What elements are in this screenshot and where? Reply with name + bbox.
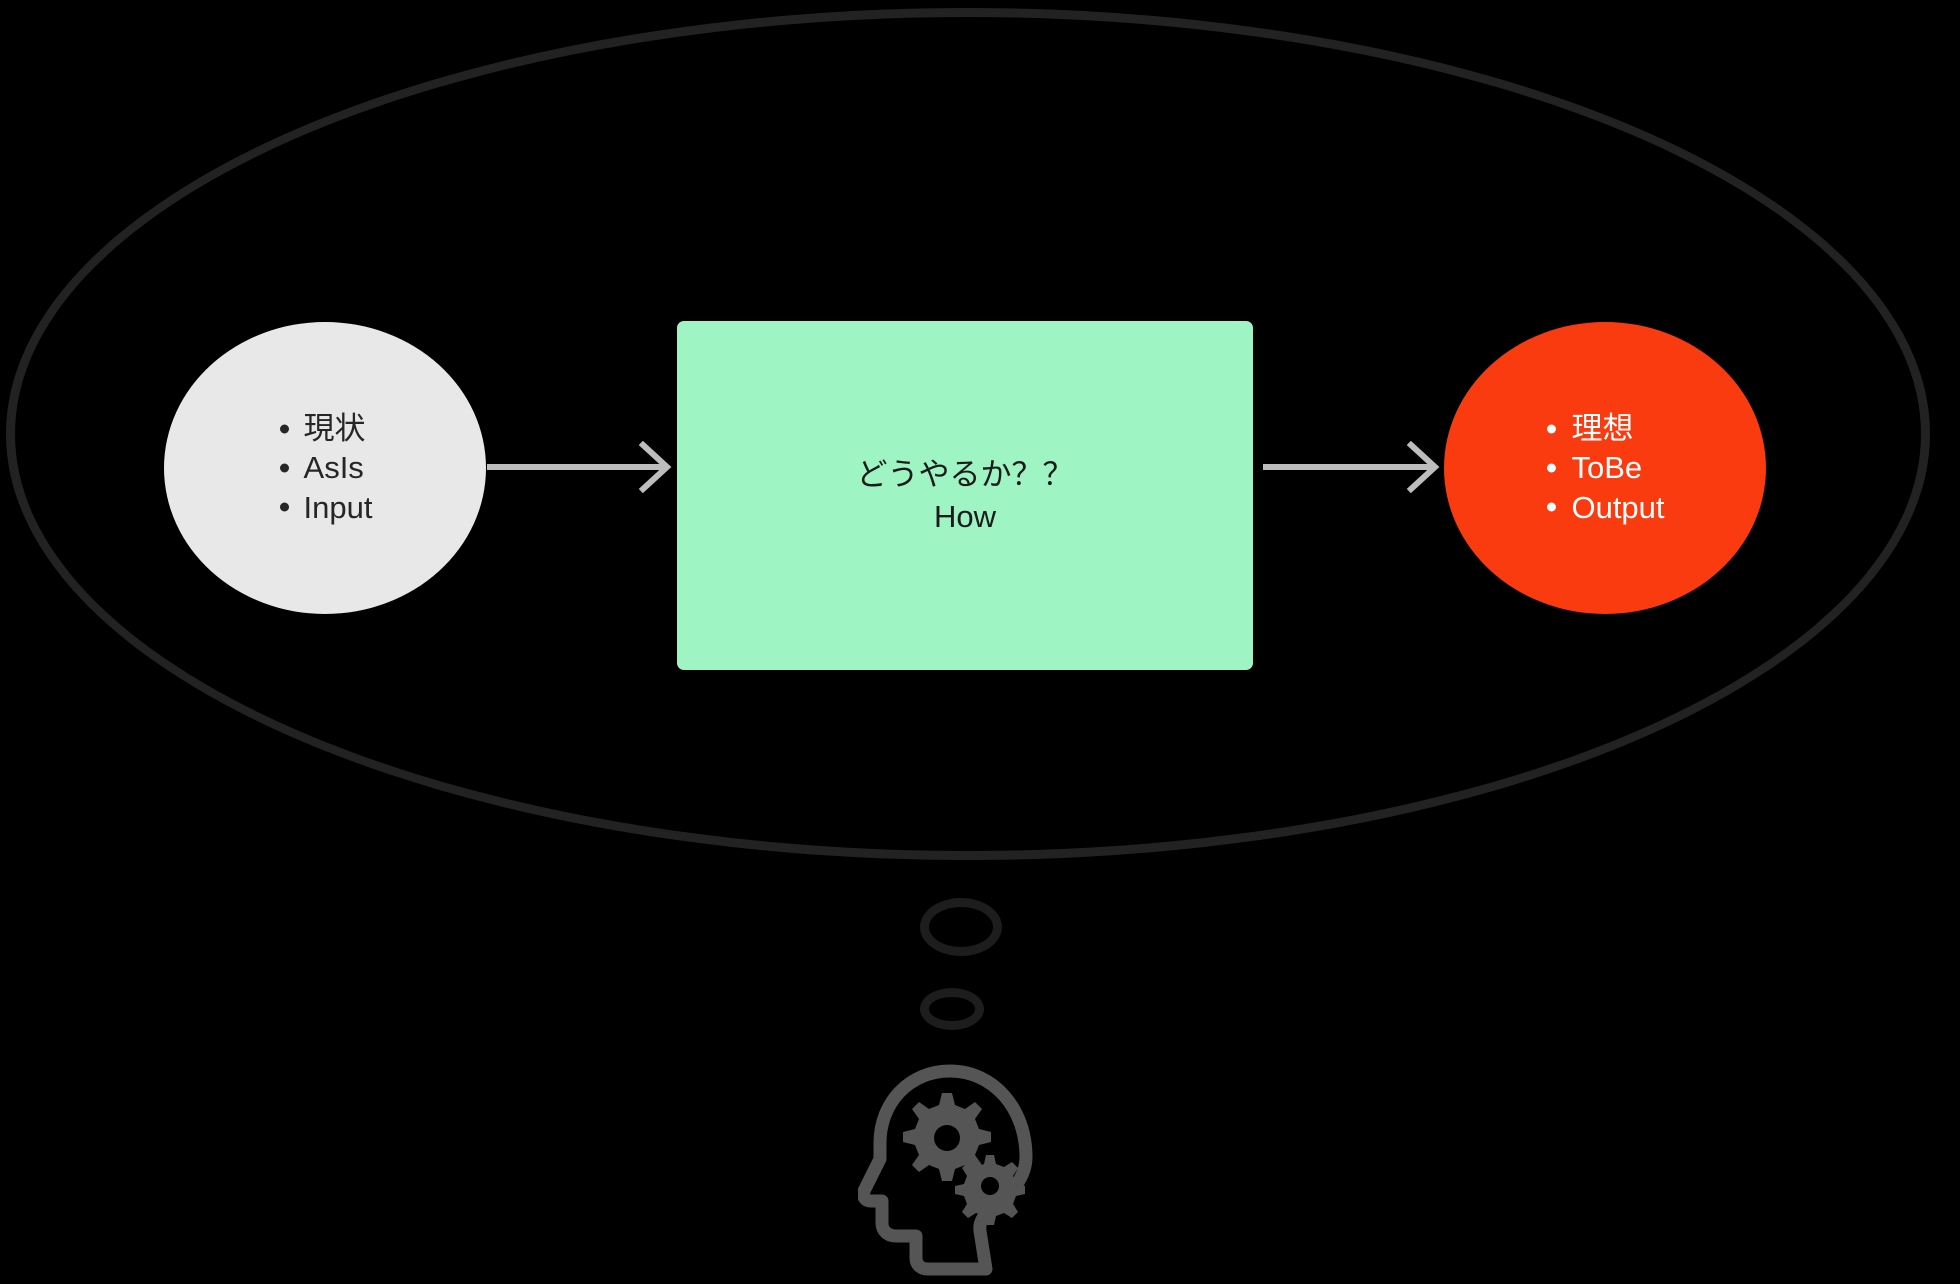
node-asis[interactable]: 現状 AsIs Input: [164, 322, 486, 614]
thought-bubble-trail-small: [920, 988, 984, 1030]
thought-bubble-outline: [6, 8, 1930, 860]
list-item: AsIs: [278, 448, 373, 487]
node-tobe-list: 理想 ToBe Output: [1545, 409, 1664, 527]
node-how[interactable]: どうやるか？？ How: [677, 321, 1253, 670]
arrow-asis-to-how: [487, 441, 672, 493]
node-how-line-2: How: [933, 498, 996, 534]
list-item: 理想: [1545, 409, 1664, 448]
list-item: Output: [1545, 488, 1664, 527]
thought-bubble-trail-large: [920, 898, 1002, 956]
list-item: 現状: [278, 409, 373, 448]
node-tobe[interactable]: 理想 ToBe Output: [1444, 322, 1766, 614]
list-item: Input: [278, 488, 373, 527]
arrow-how-to-tobe: [1263, 441, 1440, 493]
node-how-line-1: どうやるか？？: [856, 457, 1074, 493]
node-asis-list: 現状 AsIs Input: [278, 409, 373, 527]
head-with-gears-icon: [858, 1064, 1033, 1276]
list-item: ToBe: [1545, 448, 1664, 487]
